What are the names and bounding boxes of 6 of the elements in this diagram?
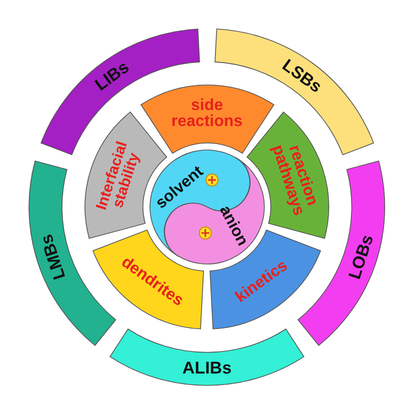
segment-label: LIBs bbox=[90, 56, 134, 97]
topic-label: side reactions bbox=[170, 98, 244, 130]
segment-label: LMBs bbox=[36, 230, 71, 284]
half-label: anion bbox=[214, 202, 252, 251]
segment-label: ALIBs bbox=[181, 360, 233, 377]
segment-label: LOBs bbox=[344, 231, 378, 284]
